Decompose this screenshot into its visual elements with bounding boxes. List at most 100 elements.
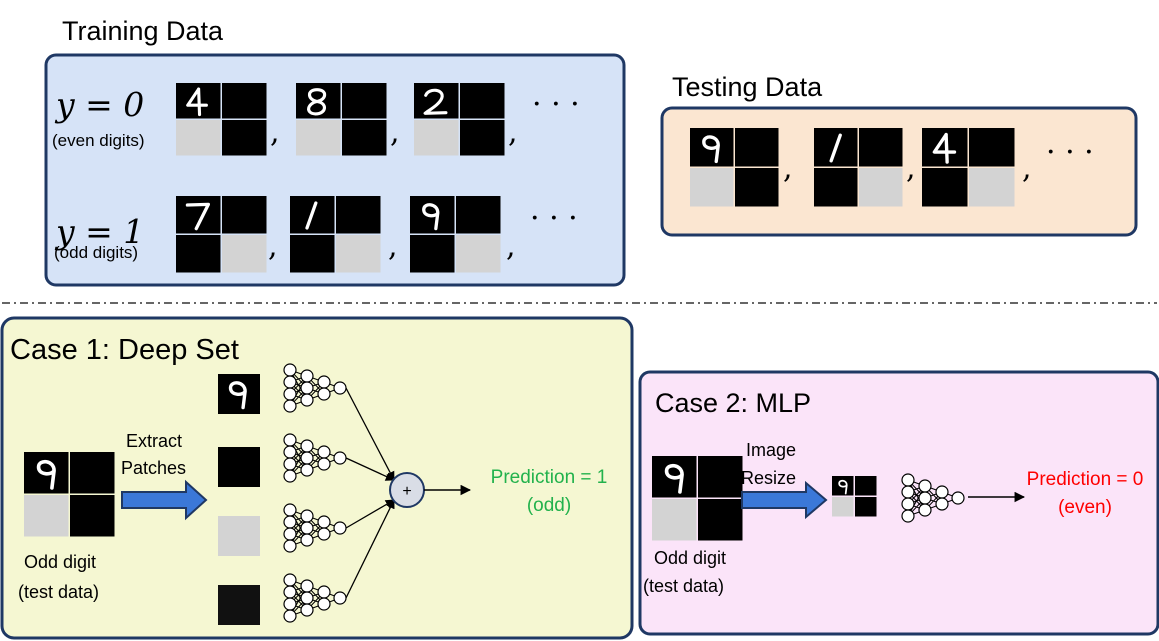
- case2-arrow-label-2: Resize: [741, 468, 796, 488]
- case1-arrow-label-2: Patches: [121, 458, 186, 478]
- case1-prediction-1: Prediction = 1: [491, 467, 608, 488]
- patch: [698, 499, 743, 541]
- case2-input-caption-1: Odd digit: [654, 548, 726, 568]
- case1-arrow-label-1: Extract: [126, 431, 182, 451]
- testing-title: Testing Data: [672, 72, 823, 102]
- neural-network-icon: [283, 573, 347, 623]
- patch: [735, 168, 779, 207]
- patch: [832, 497, 854, 517]
- patch: [855, 476, 877, 496]
- patch: [336, 196, 381, 234]
- patch: [652, 499, 697, 541]
- patch: [456, 235, 501, 273]
- case2-box: [638, 370, 1159, 636]
- patch: [336, 235, 381, 273]
- training-odd-image-3: [410, 196, 501, 273]
- aggregation-arrow: [345, 499, 395, 599]
- comma: ,: [906, 151, 916, 186]
- digit-9-glyph: [838, 479, 848, 495]
- sum-symbol: +: [402, 483, 411, 500]
- digit-9-glyph: [702, 135, 720, 164]
- patch: [698, 456, 743, 498]
- training-row1-ellipsis: · · ·: [530, 201, 578, 236]
- patch: [859, 128, 903, 167]
- digit-9-glyph: [228, 381, 247, 410]
- aggregation-arrow: [345, 387, 395, 481]
- training-row0-sublabel: (even digits): [52, 131, 145, 150]
- resized-image: [832, 476, 877, 517]
- training-row1-label: y = 1: [54, 212, 144, 251]
- case1-input-caption-1: Odd digit: [24, 552, 96, 572]
- case1-title: Case 1: Deep Set: [10, 334, 239, 366]
- extracted-patches: [218, 374, 260, 625]
- comma: ,: [388, 229, 398, 264]
- patch: [414, 120, 459, 156]
- aggregation-arrows: [345, 387, 395, 599]
- comma: ,: [506, 229, 516, 264]
- comma: ,: [390, 115, 400, 150]
- digit-9-glyph: [422, 203, 440, 231]
- comma: ,: [508, 115, 518, 150]
- patch: [176, 120, 221, 156]
- testing-image-1: [690, 128, 779, 207]
- testing-ellipsis: · · ·: [1046, 135, 1094, 170]
- comma: ,: [1022, 151, 1032, 186]
- mlp-network: [901, 473, 965, 523]
- patch: [969, 128, 1015, 167]
- patch: [70, 452, 115, 494]
- patch: [70, 495, 115, 537]
- case2-prediction-1: Prediction = 0: [1027, 469, 1144, 490]
- digit-1-glyph: [305, 201, 318, 230]
- patch: [222, 83, 267, 119]
- comma: ,: [783, 151, 793, 186]
- digit-1-glyph: [829, 133, 842, 163]
- digit-2-glyph: [423, 88, 448, 115]
- training-even-image-1: [176, 83, 267, 156]
- per-patch-networks: [283, 363, 347, 623]
- case2-title: Case 2: MLP: [655, 388, 811, 418]
- patch: [410, 235, 455, 273]
- patch: [859, 168, 903, 207]
- training-row1-sublabel: (odd digits): [54, 243, 138, 262]
- case1-prediction-2: (odd): [527, 495, 571, 516]
- case1-input-caption-2: (test data): [18, 582, 99, 602]
- neural-network-icon: [283, 503, 347, 553]
- case2-input-caption-2: (test data): [643, 576, 724, 596]
- case1-input-image: [24, 452, 115, 537]
- patch: [814, 168, 858, 207]
- training-even-image-3: [414, 83, 505, 156]
- case2-prediction-2: (even): [1058, 497, 1112, 518]
- case1-box: [0, 316, 634, 640]
- patch: [922, 168, 968, 207]
- case2-input-image: [652, 456, 743, 541]
- extract-patches-arrow: [121, 479, 208, 521]
- patch: [24, 495, 69, 537]
- testing-image-2: [814, 128, 903, 207]
- patch: [342, 120, 387, 156]
- aggregation-arrow: [345, 499, 395, 529]
- patch: [342, 83, 387, 119]
- digit-9-glyph: [664, 463, 684, 494]
- testing-image-3: [922, 128, 1015, 207]
- digit-4-glyph: [186, 87, 208, 117]
- neural-network-icon: [901, 473, 965, 523]
- training-odd-image-1: [176, 196, 267, 273]
- patch: [460, 120, 505, 156]
- comma: ,: [270, 115, 280, 150]
- patch: [969, 168, 1015, 207]
- training-even-image-2: [296, 83, 387, 156]
- neural-network-icon: [283, 433, 347, 483]
- patch: [290, 235, 335, 273]
- patch: [296, 120, 341, 156]
- training-title: Training Data: [62, 16, 224, 46]
- case2-arrow-label-1: Image: [746, 440, 796, 460]
- patch: [176, 235, 221, 273]
- digit-4-glyph: [932, 132, 957, 164]
- aggregation-arrow: [345, 457, 395, 481]
- patch: [855, 497, 877, 517]
- patch: [222, 235, 267, 273]
- training-row0-label: y = 0: [54, 85, 144, 124]
- patch: [222, 196, 267, 234]
- training-row0-ellipsis: · · ·: [532, 87, 580, 122]
